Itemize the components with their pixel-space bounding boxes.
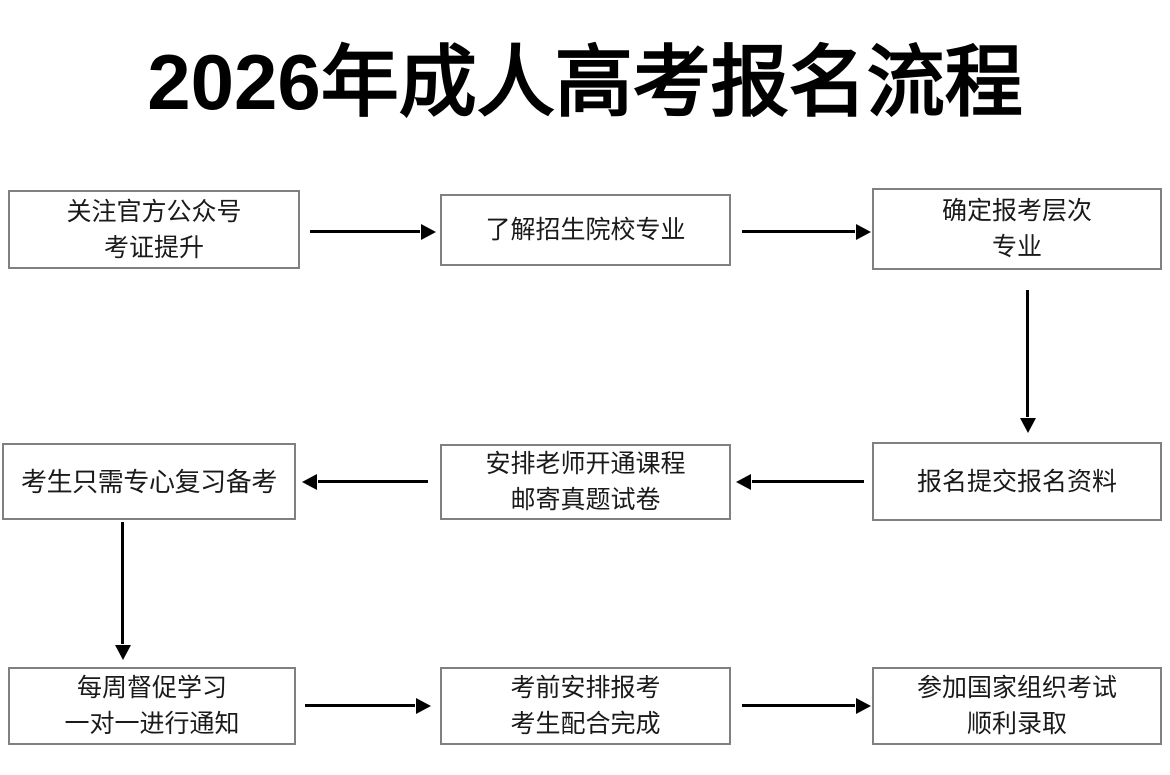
- flow-node-take-exam-admitted[interactable]: 参加国家组织考试 顺利录取: [872, 667, 1162, 745]
- arrow-n7-to-n8: [305, 704, 415, 707]
- flow-node-submit-application[interactable]: 报名提交报名资料: [872, 442, 1162, 521]
- flow-node-focus-on-review[interactable]: 考生只需专心复习备考: [2, 443, 296, 520]
- flow-node-weekly-supervision[interactable]: 每周督促学习 一对一进行通知: [8, 667, 296, 745]
- arrow-n6-to-n7: [121, 522, 124, 644]
- page-title: 2026年成人高考报名流程: [147, 38, 1023, 126]
- arrow-n4-to-n5: [752, 480, 864, 483]
- arrow-n5-to-n6: [318, 480, 428, 483]
- flow-node-follow-official-account[interactable]: 关注官方公众号 考证提升: [8, 190, 300, 269]
- arrow-n3-to-n4: [1026, 290, 1029, 417]
- arrow-n8-to-n9: [742, 704, 855, 707]
- flow-node-learn-schools-majors[interactable]: 了解招生院校专业: [440, 194, 731, 266]
- flow-node-confirm-level-major[interactable]: 确定报考层次 专业: [872, 188, 1162, 270]
- flow-node-pre-exam-registration[interactable]: 考前安排报考 考生配合完成: [440, 667, 731, 745]
- arrow-n2-to-n3: [742, 230, 855, 233]
- arrow-n1-to-n2: [310, 230, 420, 233]
- flow-node-teacher-course-mail-papers[interactable]: 安排老师开通课程 邮寄真题试卷: [440, 444, 731, 520]
